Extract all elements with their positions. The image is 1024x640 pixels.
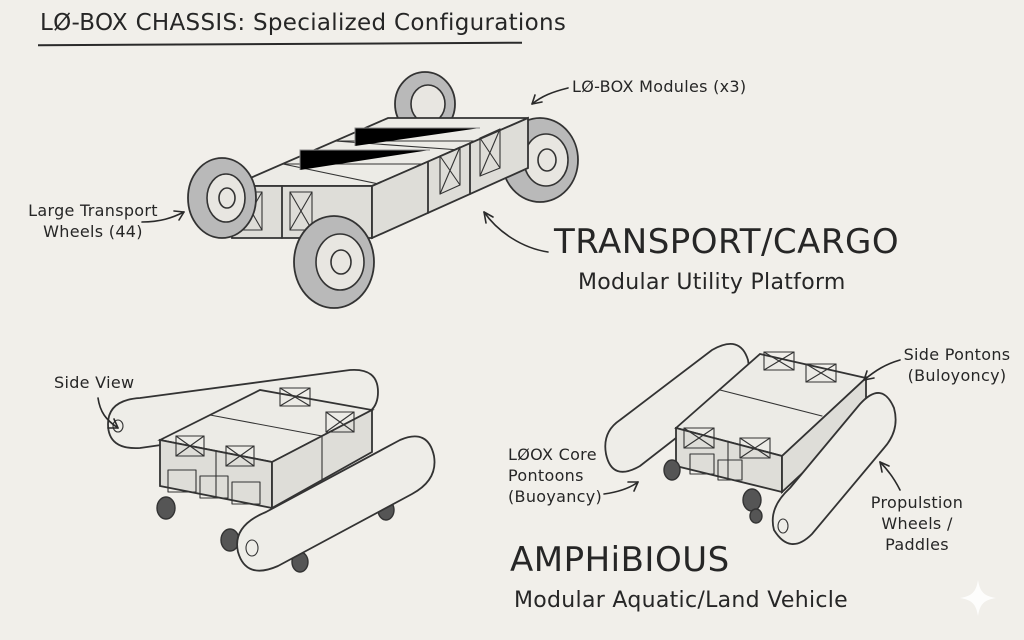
sparkle-icon bbox=[960, 580, 996, 616]
label-modules: LØ-BOX Modules (x3) bbox=[572, 77, 747, 96]
arrow-side-pontoons bbox=[863, 359, 901, 381]
amphibious-vehicle-drawing bbox=[604, 343, 897, 545]
label-core-line2: Pontoons bbox=[508, 466, 584, 485]
amphibious-heading: AMPHiBIOUS bbox=[510, 540, 730, 580]
page-title: LØ-BOX CHASSIS: Specialized Configuratio… bbox=[40, 10, 567, 36]
arrow-modules bbox=[531, 87, 569, 105]
arrow-propulsion bbox=[879, 461, 901, 491]
transport-subheading: Modular Utility Platform bbox=[578, 270, 846, 295]
arrow-core-pontoons bbox=[603, 481, 639, 495]
label-propulsion-line2: Wheels / bbox=[881, 514, 953, 533]
arrow-side-view bbox=[97, 397, 119, 429]
label-wheels-line1: Large Transport bbox=[28, 201, 158, 220]
label-side-pontoons: Side Pontons (Buloyoncy) bbox=[890, 344, 1024, 386]
label-propulsion-line3: Paddles bbox=[885, 535, 949, 554]
amphibious-subheading: Modular Aquatic/Land Vehicle bbox=[514, 588, 848, 613]
arrow-wheels bbox=[141, 211, 185, 223]
transport-wheel-front-left bbox=[187, 157, 257, 239]
transport-wheel-front-right bbox=[293, 215, 375, 309]
amphibious-side-view-drawing bbox=[107, 369, 436, 573]
transport-heading: TRANSPORT/CARGO bbox=[554, 222, 900, 262]
arrow-platform bbox=[483, 211, 549, 253]
label-wheels: Large Transport Wheels (44) bbox=[18, 200, 168, 242]
label-side-pontoons-line1: Side Pontons bbox=[903, 345, 1011, 364]
label-propulsion: Propulstion Wheels / Paddles bbox=[852, 492, 982, 555]
label-side-pontoons-line2: (Buloyoncy) bbox=[907, 366, 1007, 385]
label-core-pontoons: LØOX Core Pontoons (Buoyancy) bbox=[508, 444, 602, 507]
label-core-line1: LØOX Core bbox=[508, 445, 597, 464]
label-wheels-line2: Wheels (44) bbox=[43, 222, 143, 241]
label-side-view: Side View bbox=[54, 373, 135, 392]
transport-vehicle-drawing bbox=[187, 71, 579, 309]
label-core-line3: (Buoyancy) bbox=[508, 487, 603, 506]
label-propulsion-line1: Propulstion bbox=[870, 493, 964, 512]
